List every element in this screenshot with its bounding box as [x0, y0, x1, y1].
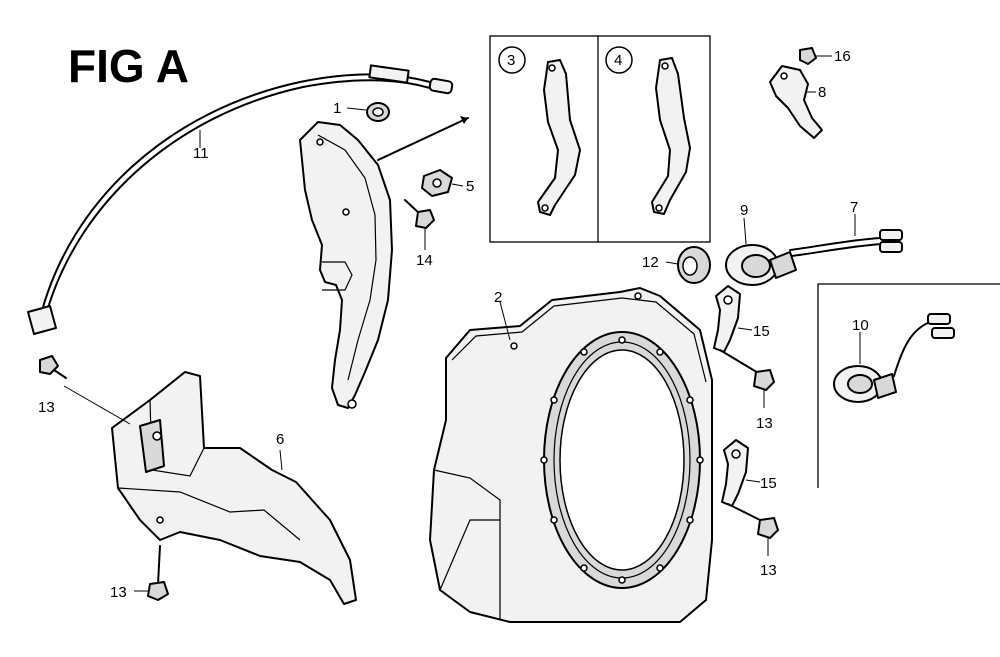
part-14-bolt — [404, 199, 435, 250]
part-5-clip — [421, 169, 464, 197]
shroud-plate — [299, 116, 469, 409]
bolt-13-left-lower — [134, 545, 169, 601]
inset-panel-3-4 — [489, 35, 711, 243]
inset-panel-10 — [817, 283, 1000, 488]
part-8-bracket — [769, 65, 823, 139]
part-6-deflector — [63, 371, 357, 605]
figure-title: FIG A — [68, 40, 189, 92]
part-15-clamp-upper — [713, 285, 753, 353]
callout-11: 11 — [193, 145, 209, 162]
callout-1: 1 — [333, 100, 341, 117]
callout-15-lower: 15 — [760, 475, 777, 492]
part-9-switch — [725, 217, 797, 286]
bolt-13-right-upper — [719, 349, 775, 408]
callout-2: 2 — [494, 289, 502, 306]
callout-13-left-lower: 13 — [110, 584, 127, 601]
part-16-screw — [799, 47, 832, 65]
callout-13-right-upper: 13 — [756, 415, 773, 432]
callout-4: 4 — [614, 52, 622, 69]
bolt-13-left-upper — [39, 355, 67, 379]
part-12-grommet — [665, 246, 711, 284]
callout-15-upper: 15 — [753, 323, 770, 340]
part-2-fan-shroud — [429, 287, 713, 623]
part-1-nut — [346, 102, 390, 122]
callout-3: 3 — [507, 52, 515, 69]
callout-5: 5 — [466, 178, 474, 195]
part-11-cable — [27, 64, 454, 335]
callout-9: 9 — [740, 202, 748, 219]
callout-13-left-upper: 13 — [38, 399, 55, 416]
callout-13-right-lower: 13 — [760, 562, 777, 579]
callout-12: 12 — [642, 254, 659, 271]
part-7-wire — [789, 214, 903, 257]
callout-16: 16 — [834, 48, 851, 65]
callout-10: 10 — [852, 317, 869, 334]
bolt-13-right-lower — [727, 503, 779, 556]
part-15-clamp-lower — [721, 439, 761, 507]
callout-8: 8 — [818, 84, 826, 101]
callout-7: 7 — [850, 199, 858, 216]
callout-6: 6 — [276, 431, 284, 448]
callout-14: 14 — [416, 252, 433, 269]
